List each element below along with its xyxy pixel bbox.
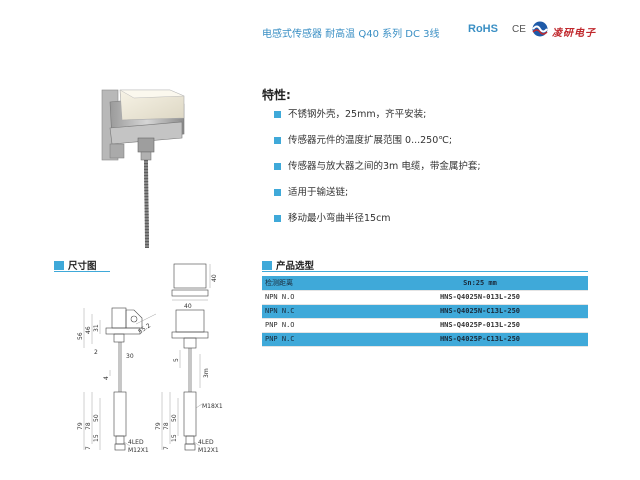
- selection-table: 检测距离 Sn:25 mm NPN N.O HNS-Q4025N-013L-25…: [262, 276, 588, 347]
- product-photo: [101, 89, 185, 248]
- square-bullet-icon: [274, 111, 281, 118]
- brand-logo-icon: [532, 21, 548, 37]
- led-label: 4LED: [128, 439, 144, 446]
- led-right-label: 4LED: [198, 439, 214, 446]
- dim-79-right-label: 79: [155, 422, 162, 430]
- rohs-mark: RoHS: [468, 23, 498, 35]
- thread-m18-label: M18X1: [202, 403, 223, 410]
- dim-40-label: 40: [184, 303, 192, 310]
- dim-40-top-label: 40: [211, 274, 218, 282]
- dim-78-right-label: 78: [163, 422, 170, 430]
- document-title: 电感式传感器 耐高温 Q40 系列 DC 3线: [262, 29, 440, 40]
- features-list: 不锈钢外壳，25mm，齐平安装; 传感器元件的温度扩展范围 0...250℃; …: [274, 108, 481, 238]
- selection-heading-rule: [262, 271, 588, 272]
- feature-item: 不锈钢外壳，25mm，齐平安装;: [274, 108, 481, 134]
- dim-15-label: 15: [93, 434, 100, 442]
- dim-31-label: 31: [93, 324, 100, 332]
- dim-5-label: 5: [173, 358, 180, 362]
- output-type-cell: PNP N.O: [262, 318, 372, 333]
- dim-46-label: 46: [85, 326, 92, 334]
- table-row: PNP N.O HNS-Q4025P-013L-250: [262, 318, 588, 333]
- section-marker-icon: [54, 261, 64, 270]
- table-header-row: 检测距离 Sn:25 mm: [262, 276, 588, 291]
- dim-50-right-label: 50: [171, 414, 178, 422]
- table-row: NPN N.O HNS-Q4025N-013L-250: [262, 290, 588, 305]
- brand-name: 凌研电子: [552, 28, 596, 39]
- model-number-cell: HNS-Q4025N-013L-250: [372, 290, 588, 305]
- output-type-cell: NPN N.O: [262, 290, 372, 305]
- header-bar: 电感式传感器 耐高温 Q40 系列 DC 3线 RoHS CE 凌研电子: [0, 16, 640, 44]
- output-type-cell: PNP N.C: [262, 332, 372, 347]
- dim-15-right-label: 15: [171, 434, 178, 442]
- dim-79-label: 79: [77, 422, 84, 430]
- dimension-heading: 尺寸图: [54, 258, 97, 272]
- selection-heading: 产品选型: [262, 258, 314, 272]
- dim-50-label: 50: [93, 414, 100, 422]
- dimension-heading-rule: [54, 271, 110, 272]
- table-header-cell: Sn:25 mm: [372, 276, 588, 291]
- table-header-cell: 检测距离: [262, 276, 372, 291]
- square-bullet-icon: [274, 163, 281, 170]
- dim-56-label: 56: [77, 332, 84, 340]
- feature-item: 传感器与放大器之间的3m 电缆，带金属护套;: [274, 160, 481, 186]
- square-bullet-icon: [274, 215, 281, 222]
- model-number-cell: HNS-Q4025N-C13L-250: [372, 304, 588, 319]
- feature-item: 移动最小弯曲半径15cm: [274, 212, 481, 238]
- table-row: PNP N.C HNS-Q4025P-C13L-250: [262, 332, 588, 347]
- thread-m12-label: M12X1: [128, 447, 149, 454]
- dim-30-label: 30: [126, 353, 134, 360]
- table-row: NPN N.C HNS-Q4025N-C13L-250: [262, 304, 588, 319]
- dim-4-label: 4: [103, 376, 110, 380]
- output-type-cell: NPN N.C: [262, 304, 372, 319]
- section-marker-icon: [262, 261, 272, 270]
- front-view: [161, 263, 211, 451]
- dim-3m-label: 3m: [203, 368, 210, 378]
- dim-78-label: 78: [85, 422, 92, 430]
- feature-item: 适用于输送链;: [274, 186, 481, 212]
- side-view: [83, 307, 157, 451]
- thread-m12-right-label: M12X1: [198, 447, 219, 454]
- feature-item: 传感器元件的温度扩展范围 0...250℃;: [274, 134, 481, 160]
- dim-7-label: 7: [85, 446, 92, 450]
- model-number-cell: HNS-Q4025P-C13L-250: [372, 332, 588, 347]
- dim-55-label: 55.2: [137, 322, 152, 336]
- dim-2-label: 2: [94, 349, 98, 356]
- features-heading: 特性:: [262, 88, 291, 102]
- ce-mark: CE: [512, 24, 526, 35]
- square-bullet-icon: [274, 137, 281, 144]
- dim-7-right-label: 7: [163, 446, 170, 450]
- dimension-drawing: 56 46 31 2 30 55.2 4 79 78 50 15 7 4LED …: [77, 263, 223, 454]
- square-bullet-icon: [274, 189, 281, 196]
- model-number-cell: HNS-Q4025P-013L-250: [372, 318, 588, 333]
